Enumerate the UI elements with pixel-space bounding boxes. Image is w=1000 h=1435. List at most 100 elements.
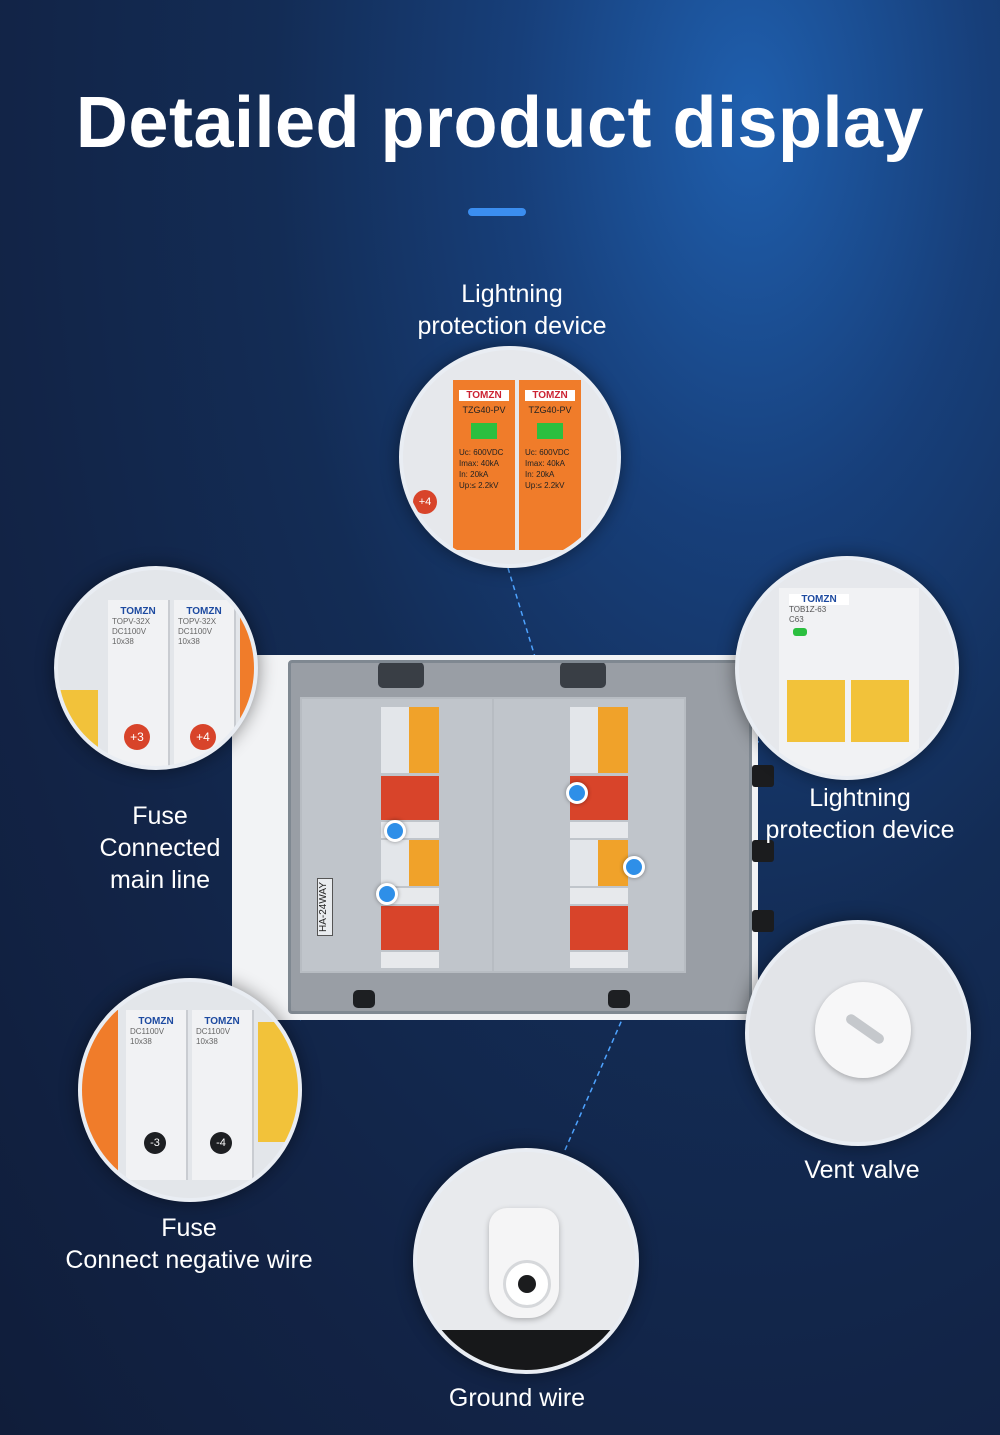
spd-spec: Uc: 600VDC — [525, 448, 570, 457]
spd-spec: Up:≤ 2.2kV — [525, 481, 565, 490]
label-fuse-negative: Fuse Connect negative wire — [58, 1212, 320, 1276]
callout-dot-fuse-neg[interactable] — [376, 883, 398, 905]
brand-label: TOMZN — [204, 1016, 240, 1027]
label-line: Lightning — [809, 784, 911, 812]
label-line: Fuse — [132, 802, 188, 830]
spd-module — [381, 906, 439, 950]
cable-gland-body — [489, 1208, 559, 1318]
callout-dot-right-spd[interactable] — [623, 856, 645, 878]
spd-spec: In: 20kA — [525, 470, 555, 479]
brand-label: TOMZN — [120, 606, 156, 617]
breaker-module — [570, 840, 628, 886]
indicator-green — [793, 628, 807, 636]
fuse-pole-badge: -3 — [144, 1132, 166, 1154]
label-line: Connected — [99, 834, 221, 862]
spd-spec: Uc: 600VDC — [459, 448, 504, 457]
label-line: main line — [109, 866, 211, 894]
spd-spec: Imax: 40kA — [459, 459, 500, 468]
spd-spec: In: 20kA — [459, 470, 489, 479]
breaker-body: TOMZN TOB1Z-63 C63 — [779, 588, 919, 776]
fuse-rating-label: DC1100V — [196, 1027, 231, 1036]
fuse-holder: TOMZN TOPV-32X DC1100V 10x38 +3 — [108, 600, 170, 766]
brand-label: TOMZN — [525, 390, 575, 401]
fuse-rating-label: DC1100V — [178, 627, 213, 636]
fuse-size-label: 10x38 — [130, 1037, 152, 1046]
label-line: protection device — [765, 816, 955, 844]
fuse-holder: TOMZN DC1100V 10x38 -4 — [192, 1010, 254, 1180]
label-ground-wire: Ground wire — [437, 1382, 597, 1414]
enclosure-bottom-edge — [417, 1330, 635, 1370]
breaker-module — [381, 707, 439, 773]
brand-label: TOMZN — [459, 390, 509, 401]
spd-model-label: TZG40-PV — [462, 405, 506, 415]
label-line: Ground wire — [448, 1384, 586, 1412]
zoom-circle-right-spd: TOMZN TOB1Z-63 C63 — [735, 556, 959, 780]
spd-body-edge — [82, 1010, 118, 1180]
breaker-rating-label: C63 — [789, 615, 804, 624]
fuse-rating-label: DC1100V — [130, 1027, 165, 1036]
label-top-spd: Lightning protection device — [412, 278, 612, 342]
zoom-circle-top-spd: TOMZN TZG40-PV Uc: 600VDC Imax: 40kA In:… — [399, 346, 621, 568]
label-right-spd: Lightning protection device — [760, 782, 960, 846]
title-accent-bar — [468, 208, 526, 216]
spd-module — [381, 776, 439, 820]
fuse-rating-label: DC1100V — [112, 627, 147, 636]
label-line: Fuse — [161, 1214, 217, 1242]
fuse-module — [570, 822, 628, 838]
fuse-model-label: TOPV-32X — [112, 617, 151, 626]
label-fuse-main: Fuse Connected main line — [80, 800, 240, 896]
status-window — [537, 423, 563, 439]
breaker-module — [570, 707, 628, 773]
label-line: Connect negative wire — [65, 1246, 313, 1274]
breaker-toggle[interactable] — [851, 680, 909, 742]
zoom-circle-fuse-main: TOMZN TOPV-32X DC1100V 10x38 +3 TOMZN TO… — [54, 566, 258, 770]
vent-valve-cap — [815, 982, 911, 1078]
vent-slot — [844, 1012, 886, 1046]
cable-gland — [752, 840, 774, 862]
status-window — [471, 423, 497, 439]
cover-hinge-right — [608, 990, 630, 1008]
fuse-module — [381, 952, 439, 968]
fuse-pole-badge: +4 — [413, 490, 437, 514]
page-title: Detailed product display — [75, 83, 925, 163]
label-line: protection device — [417, 312, 607, 340]
breaker-toggle — [58, 690, 98, 766]
breaker-toggle-edge — [258, 1022, 298, 1142]
fuse-holder: TOMZN TOPV-32X DC1100V 10x38 +4 — [174, 600, 236, 766]
callout-dot-fuse-main[interactable] — [384, 820, 406, 842]
fuse-holder: TOMZN DC1100V 10x38 -3 — [126, 1010, 188, 1180]
spd-spec: Up:≤ 2.2kV — [459, 481, 499, 490]
breaker-module — [381, 840, 439, 886]
zoom-circle-ground-wire — [413, 1148, 639, 1374]
label-vent-valve: Vent valve — [780, 1154, 944, 1186]
fuse-size-label: 10x38 — [196, 1037, 218, 1046]
spd-module — [570, 906, 628, 950]
callout-dot-top-spd[interactable] — [566, 782, 588, 804]
cable-gland-nut — [503, 1260, 551, 1308]
spd-body-edge — [240, 610, 254, 766]
breaker-model-label: TOB1Z-63 — [789, 605, 827, 614]
fuse-size-label: 10x38 — [112, 637, 134, 646]
fuse-pole-badge: -4 — [210, 1132, 232, 1154]
fuse-module — [570, 888, 628, 904]
label-line: Lightning — [461, 280, 563, 308]
spd-body: TOMZN TZG40-PV Uc: 600VDC Imax: 40kA In:… — [519, 380, 581, 550]
brand-label: TOMZN — [138, 1016, 174, 1027]
fuse-model-label: TOPV-32X — [178, 617, 217, 626]
brand-label: TOMZN — [186, 606, 222, 617]
breaker-toggle[interactable] — [787, 680, 845, 742]
cable-gland — [752, 765, 774, 787]
fuse-pole-badge: +4 — [190, 724, 216, 750]
cover-hinge-left — [353, 990, 375, 1008]
zoom-circle-vent-valve — [745, 920, 971, 1146]
fuse-size-label: 10x38 — [178, 637, 200, 646]
fuse-module — [570, 952, 628, 968]
spd-body: TOMZN TZG40-PV Uc: 600VDC Imax: 40kA In:… — [453, 380, 515, 550]
cable-gland — [752, 910, 774, 932]
box-model-label: HA-24WAY — [317, 878, 333, 936]
spd-model-label: TZG40-PV — [528, 405, 572, 415]
spd-spec: Imax: 40kA — [525, 459, 566, 468]
cable-gland-hole — [518, 1275, 536, 1293]
fuse-pole-badge: +3 — [124, 724, 150, 750]
brand-label: TOMZN — [789, 594, 849, 605]
